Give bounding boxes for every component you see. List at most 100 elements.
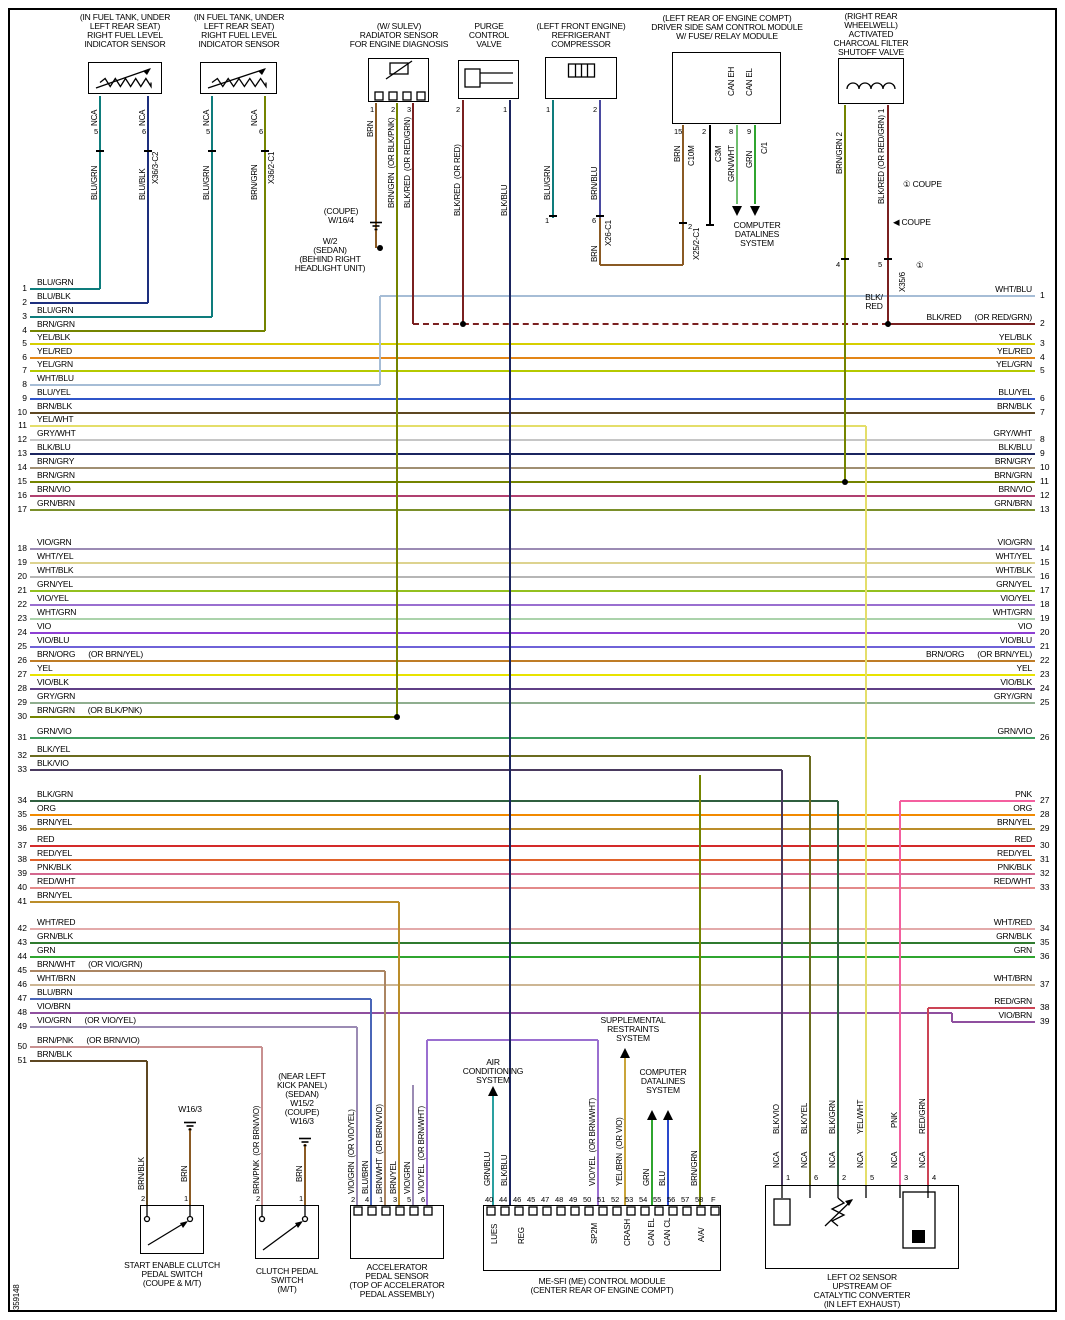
wire-v-brn: [599, 218, 601, 265]
wire-h-vio: [30, 632, 1035, 634]
right-wire-number: 37: [1040, 979, 1050, 989]
vertical-wire-label: BLU/GRN: [543, 165, 552, 200]
wire-h-yel-blk: [30, 343, 1035, 345]
wire-label: RED/YEL: [997, 848, 1032, 858]
wire-v-vio-yel: [426, 1040, 428, 1205]
wire-v-wht-blu: [379, 296, 381, 385]
vertical-wire-label: BRN/BLU: [590, 166, 599, 200]
right-wire-number: 10: [1040, 462, 1050, 472]
wire-h-vio-brn: [30, 1012, 952, 1014]
wire-label: RED: [1014, 834, 1033, 844]
wire-label: BRN/YEL: [37, 817, 72, 827]
pin-number: F: [711, 1195, 716, 1204]
left-wire-number: 10: [17, 407, 27, 417]
pin-number: 49: [569, 1195, 578, 1204]
vertical-wire-label: SP2M: [590, 1223, 599, 1244]
vertical-wire-label: BLK/GRN: [828, 1100, 837, 1134]
wire-h-wht-blk: [30, 576, 1035, 578]
pin-number: 52: [611, 1195, 620, 1204]
wire-h-grn-yel: [30, 590, 1035, 592]
left-wire-number: 46: [17, 979, 27, 989]
right-wire-number: 12: [1040, 490, 1050, 500]
left-wire-number: 28: [17, 683, 27, 693]
wire-h-brn-grn: [30, 716, 397, 718]
left-wire-number: 37: [17, 840, 27, 850]
wire-h-brn-yel: [30, 828, 1035, 830]
wire-v-grn: [651, 1118, 653, 1205]
left-wire-number: 35: [17, 809, 27, 819]
wire-label: WHT/RED: [993, 917, 1032, 927]
wire-label: YEL/GRN: [996, 359, 1032, 369]
fuel-sensor-1-box: [88, 62, 162, 94]
wire-v-blk-vio: [781, 770, 783, 1185]
vertical-wire-label: CAN EL: [745, 68, 754, 96]
system-arrow: [647, 1110, 657, 1120]
vertical-wire-label: RED/GRN: [918, 1098, 927, 1135]
wire-v-vio-grn: [412, 1085, 414, 1205]
wire-h-vio-grn: [30, 1026, 357, 1028]
vertical-wire-label: VIO/GRN: [403, 1161, 412, 1194]
wire-label: GRY/GRN: [37, 691, 76, 701]
wire-label: BRN/BLK: [37, 1049, 72, 1059]
wire-h-grn: [30, 956, 1035, 958]
pin-number: 1: [503, 105, 508, 114]
left-wire-number: 2: [22, 297, 27, 307]
wire-h-blk-grn: [30, 800, 838, 802]
wire-v-blu: [667, 1118, 669, 1205]
blk-red-note: BLK/ RED: [865, 292, 883, 311]
wire-label: YEL: [1016, 663, 1033, 673]
wire-h-brn-blk: [30, 412, 1035, 414]
right-wire-number: 4: [1040, 352, 1045, 362]
wire-v-yel-wht: [865, 426, 867, 1185]
wire-label: YEL/GRN: [37, 359, 73, 369]
wire-label: BLK/BLU: [998, 442, 1032, 452]
vertical-wire-label: A/A/: [697, 1227, 706, 1242]
wire-v-blu-blk: [147, 96, 149, 303]
wire-label: BRN/VIO: [37, 484, 71, 494]
ground-symbol: [369, 218, 383, 231]
junction-dot: [842, 479, 848, 485]
wire-h-brn-gry: [30, 467, 1035, 469]
left-wire-number: 34: [17, 795, 27, 805]
wire-label: VIO/YEL: [37, 593, 69, 603]
wire-label: GRY/WHT: [37, 428, 76, 438]
left-wire-number: 27: [17, 669, 27, 679]
me-module-box: [483, 1205, 721, 1271]
wire-v--000000: [709, 125, 711, 226]
clutch-switch-2-label: CLUTCH PEDAL SWITCH (M/T): [255, 1266, 319, 1294]
pin-number: 6: [259, 127, 264, 136]
compressor-label: (LEFT FRONT ENGINE) REFRIGERANT COMPRESS…: [536, 21, 626, 49]
wire-label: BLU/YEL: [37, 387, 71, 397]
left-wire-number: 8: [22, 379, 27, 389]
wire-h-blu-grn: [30, 288, 100, 290]
wire-label: RED/GRN: [994, 996, 1032, 1006]
left-wire-number: 7: [22, 365, 27, 375]
wire-h-grn-blk: [30, 942, 1035, 944]
pin-number: 2: [842, 1173, 847, 1182]
wire-h-blu-blk: [30, 302, 148, 304]
left-wire-number: 16: [17, 490, 27, 500]
wire-label: WHT/RED: [37, 917, 76, 927]
pin-number: 1: [370, 105, 375, 114]
wire-h-yel-wht: [30, 425, 866, 427]
wire-h-blk-yel: [30, 755, 810, 757]
wire-label: BLK/BLU: [37, 442, 71, 452]
left-wire-number: 18: [17, 543, 27, 553]
right-wire-number: 25: [1040, 697, 1050, 707]
wire-label: BLK/RED (OR RED/GRN): [926, 312, 1032, 322]
wire-v-blk-red: [887, 105, 889, 324]
compressor-box: [545, 57, 617, 99]
vertical-wire-label: BRN: [180, 1165, 189, 1182]
pin-number: 48: [555, 1195, 564, 1204]
pin-number: 2: [391, 105, 396, 114]
pin-number: 55: [653, 1195, 662, 1204]
wire-h-pnk: [900, 800, 1035, 802]
ground-symbol: [183, 1118, 197, 1131]
wire-v-brn-blk: [146, 1061, 148, 1205]
wire-v-blu-grn: [211, 96, 213, 317]
vertical-wire-label: BLU: [658, 1171, 667, 1186]
right-wire-number: 21: [1040, 641, 1050, 651]
left-wire-number: 33: [17, 764, 27, 774]
clutch-switch-1-box: [140, 1205, 204, 1254]
